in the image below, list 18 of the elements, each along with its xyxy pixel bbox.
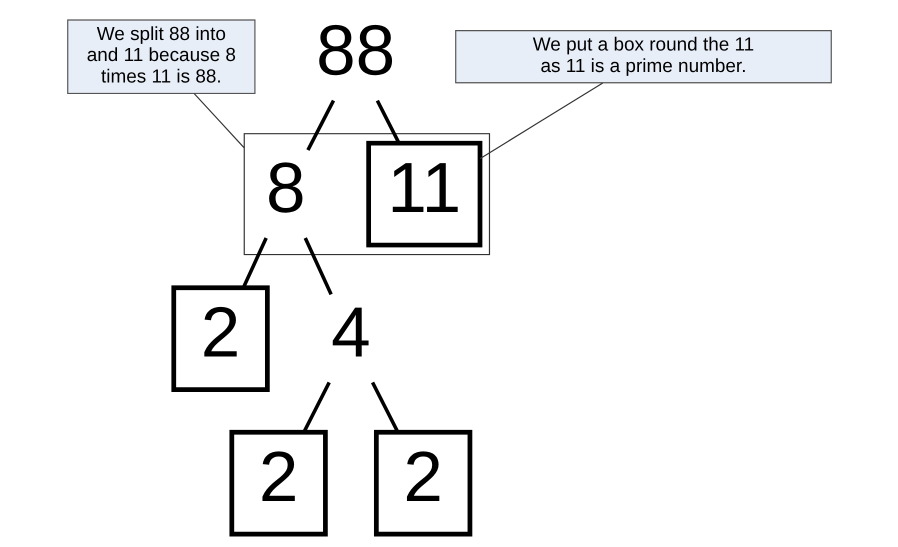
node-box: 2 xyxy=(228,430,328,536)
node-box: We split 88 into and 11 because 8 times 11 is 88. xyxy=(66,19,255,94)
connector xyxy=(370,382,399,433)
connector xyxy=(303,237,332,296)
node-box: 2 xyxy=(170,285,270,392)
connector xyxy=(306,100,335,151)
node-text: 88 xyxy=(316,11,395,90)
node-text: 8 xyxy=(265,148,305,228)
node-box: 11 xyxy=(366,140,482,248)
connector xyxy=(241,237,268,288)
node-box: 2 xyxy=(373,430,472,536)
connector xyxy=(375,100,400,144)
cluster xyxy=(243,133,490,256)
node-text: 4 xyxy=(330,293,370,372)
connector xyxy=(302,382,330,433)
node-box: We put a box round the 11 as 11 is a prime number. xyxy=(454,30,832,84)
connector xyxy=(479,82,603,160)
connector xyxy=(193,93,244,148)
